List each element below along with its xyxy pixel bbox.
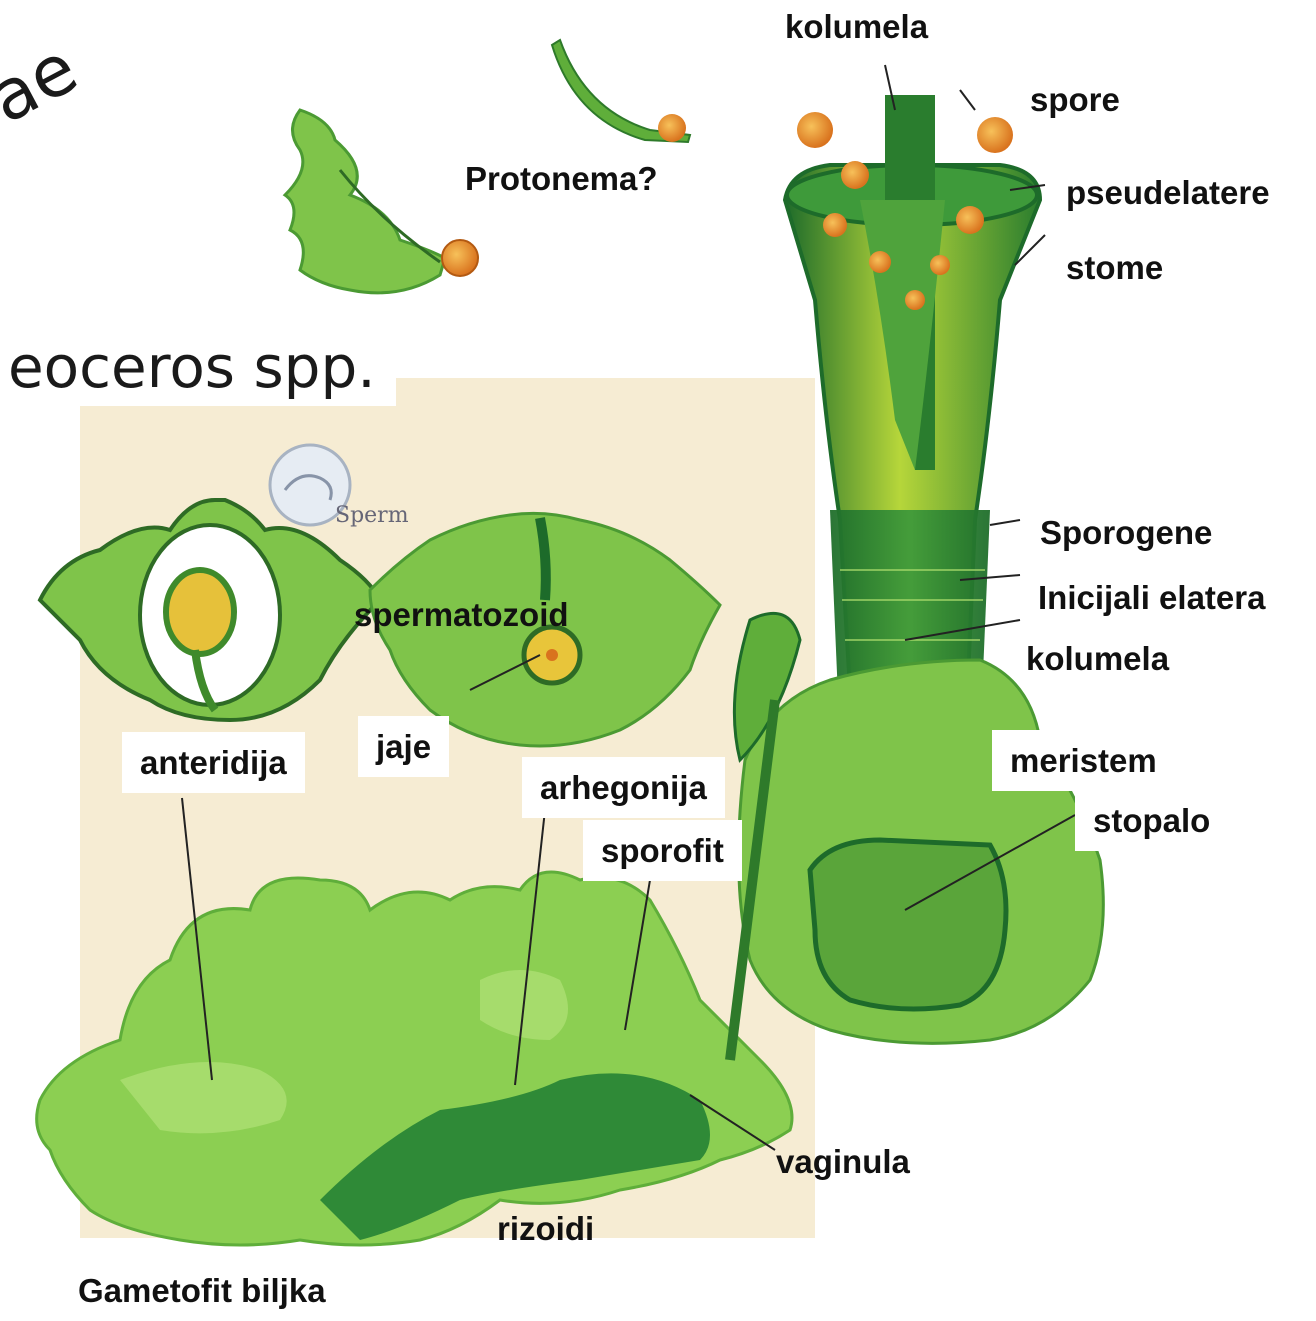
label-kolumela-mid: kolumela: [1026, 642, 1169, 675]
label-vaginula: vaginula: [776, 1145, 910, 1178]
label-meristem: meristem: [992, 730, 1175, 791]
label-arhegonija: arhegonija: [522, 757, 725, 818]
label-stopalo: stopalo: [1075, 790, 1228, 851]
protonema-thallus: [285, 110, 478, 293]
label-protonema: Protonema?: [465, 162, 658, 195]
label-spermatozoid: spermatozoid: [354, 598, 569, 631]
genus-title: eoceros spp.: [8, 330, 396, 406]
label-gametofit: Gametofit biljka: [78, 1274, 326, 1307]
label-jaje: jaje: [358, 716, 449, 777]
label-stome: stome: [1066, 251, 1163, 284]
involucre: [730, 613, 1103, 1060]
label-rizoidi: rizoidi: [497, 1212, 594, 1245]
label-pseudelatere: pseudelatere: [1066, 176, 1270, 209]
label-kolumela-top: kolumela: [785, 10, 928, 43]
label-spore: spore: [1030, 83, 1120, 116]
label-sporogene: Sporogene: [1040, 516, 1212, 549]
sperm-tag: Sperm: [335, 503, 409, 528]
label-anteridija: anteridija: [122, 732, 305, 793]
protonema-thread: [552, 40, 690, 142]
label-inicijali-elatera: Inicijali elatera: [1038, 581, 1265, 614]
label-sporofit: sporofit: [583, 820, 742, 881]
